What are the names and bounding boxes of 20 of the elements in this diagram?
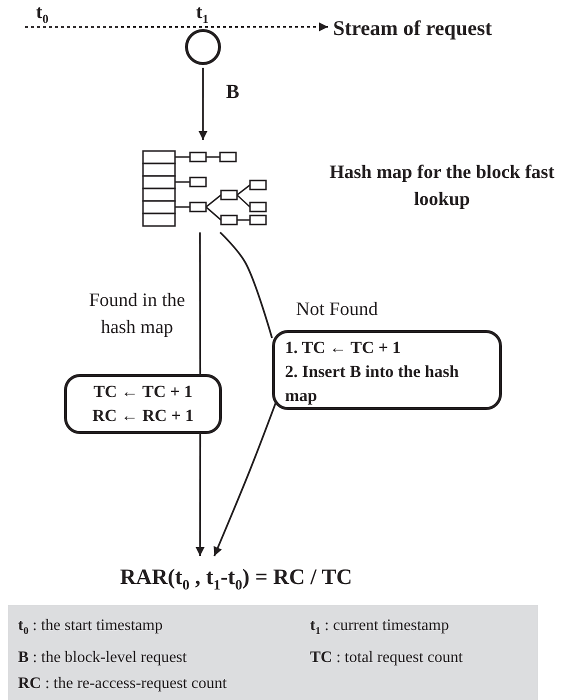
step-text: RC ← RC + 1 — [92, 405, 194, 427]
arrow — [25, 22, 328, 32]
step-text: 2. Insert B into the hash map — [285, 361, 460, 407]
time-label: t$_{0}$ — [36, 2, 48, 27]
stream-label: Stream of request — [333, 14, 548, 42]
definition-text: TC : total request count — [310, 648, 463, 668]
definition-text: t$_{1}$ : current timestamp — [310, 616, 449, 640]
time-label: t$_{1}$ — [196, 2, 208, 27]
formula-text: RAR(t$_{0}$ , t$_{1}$-t$_{0}$) = RC / TC — [120, 556, 350, 598]
definition-text: t$_{0}$ : the start timestamp — [18, 616, 163, 640]
definition-text: B : the block-level request — [18, 648, 187, 668]
process-box — [272, 330, 502, 410]
arrow — [196, 434, 205, 556]
process-box — [64, 374, 222, 434]
definition-panel — [8, 605, 538, 700]
definition-text: RC : the re-access-request count — [18, 674, 227, 694]
request-circle — [185, 29, 221, 65]
step-text: 1. TC ← TC + 1 — [285, 337, 401, 359]
step-text: TC ← TC + 1 — [93, 381, 193, 403]
arrow — [198, 68, 208, 140]
